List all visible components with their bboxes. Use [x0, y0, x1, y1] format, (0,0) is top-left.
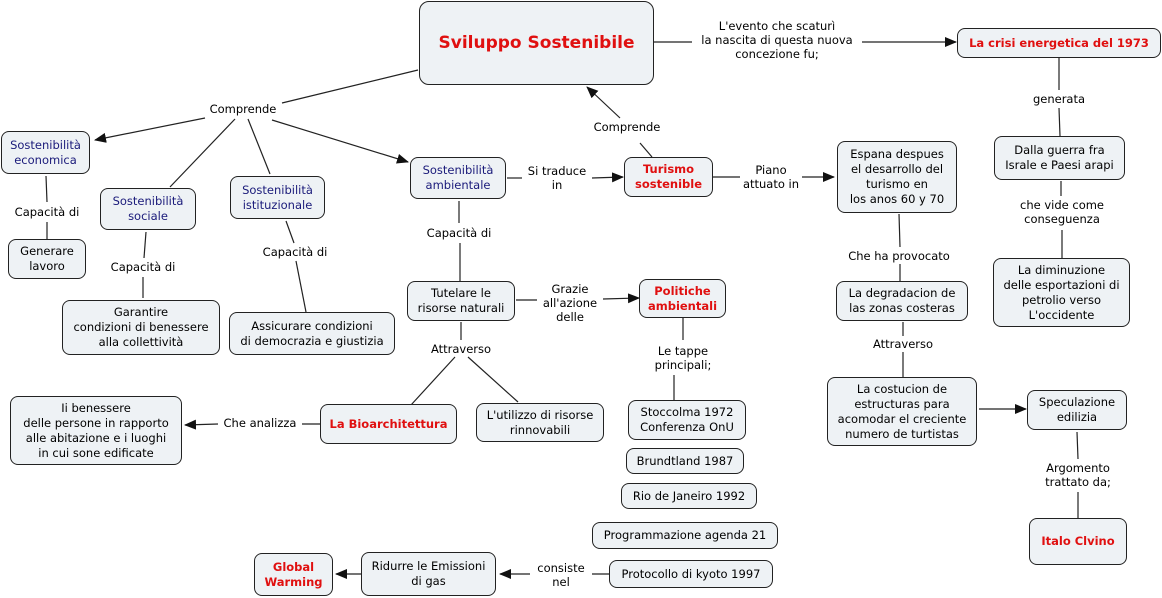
- connector: [45, 175, 48, 203]
- link-label-capacita-ambientale: Capacità di: [424, 226, 494, 240]
- link-label-evento: L'evento che scaturì la nascita di quest…: [699, 19, 855, 61]
- connector: [247, 118, 271, 175]
- benessere-persone-node[interactable]: Ii benessere delle persone in rapporto a…: [10, 396, 182, 465]
- link-label-generata: generata: [1030, 92, 1088, 106]
- sostenibilita-ambientale-node[interactable]: Sostenibilità ambientale: [410, 157, 506, 199]
- politiche-ambientali-node[interactable]: Politiche ambientali: [639, 279, 726, 318]
- crisi-energetica-node[interactable]: La crisi energetica del 1973: [957, 28, 1161, 58]
- connector: [295, 260, 307, 313]
- connector: [1058, 107, 1061, 137]
- kyoto-node[interactable]: Protocollo di kyoto 1997: [609, 560, 773, 588]
- link-label-attraverso-left: Attraverso: [428, 342, 494, 356]
- link-label-comprende-left: Comprende: [207, 102, 279, 116]
- link-label-capacita-istituzionale: Capacità di: [260, 245, 330, 259]
- connector: [271, 119, 409, 164]
- sostenibilita-istituzionale-node[interactable]: Sostenibilità istituzionale: [230, 176, 325, 219]
- connector: [285, 220, 295, 244]
- link-label-argomento: Argomento trattato da;: [1043, 461, 1113, 489]
- link-label-piano: Piano attuato in: [740, 163, 802, 191]
- link-label-che-vide: che vide come conseguenza: [1017, 198, 1107, 226]
- assicurare-democrazia-node[interactable]: Assicurare condizioni di democrazia e gi…: [229, 312, 395, 355]
- sostenibilita-sociale-node[interactable]: Sostenibilità sociale: [100, 188, 196, 230]
- connector: [143, 231, 147, 259]
- global-warming-node[interactable]: Global Warming: [254, 553, 333, 596]
- degradacion-node[interactable]: La degradacion de las zonas costeras: [836, 281, 968, 321]
- sostenibilita-economica-node[interactable]: Sostenibilità economica: [1, 131, 90, 174]
- connector: [898, 213, 901, 248]
- link-label-grazie: Grazie all'azione delle: [540, 282, 600, 324]
- link-label-comprende-turismo: Comprende: [591, 120, 663, 134]
- ridurre-emissioni-node[interactable]: Ridurre le Emissioni di gas: [361, 552, 496, 596]
- connector: [467, 356, 519, 403]
- espana-node[interactable]: Espana despues el desarrollo del turismo…: [837, 141, 957, 213]
- connector: [94, 117, 206, 143]
- italo-calvino-node[interactable]: Italo Clvino: [1029, 518, 1127, 565]
- speculazione-node[interactable]: Speculazione edilizia: [1027, 390, 1127, 430]
- agenda-21-node[interactable]: Programmazione agenda 21: [592, 522, 778, 549]
- connector: [184, 419, 219, 430]
- connector: [1076, 431, 1079, 460]
- costucion-node[interactable]: La costucion de estructuras para acomoda…: [827, 377, 977, 446]
- connector: [169, 118, 236, 188]
- link-label-consiste: consiste nel: [535, 561, 587, 589]
- connector: [639, 142, 653, 158]
- generare-lavoro-node[interactable]: Generare lavoro: [8, 239, 86, 279]
- risorse-rinnovabili-node[interactable]: L'utilizzo di risorse rinnovabili: [476, 403, 604, 442]
- connector: [410, 356, 456, 406]
- link-label-che-ha-provocato: Che ha provocato: [846, 249, 952, 263]
- tutelare-risorse-node[interactable]: Tutelare le risorse naturali: [407, 281, 515, 321]
- turismo-sostenibile-node[interactable]: Turismo sostenible: [624, 157, 713, 197]
- link-label-si-traduce: Si traduce in: [525, 164, 589, 192]
- connector: [586, 86, 621, 119]
- connector: [602, 293, 640, 304]
- link-label-attraverso-right: Attraverso: [870, 337, 936, 351]
- rio-de-janeiro-node[interactable]: Rio de Janeiro 1992: [621, 483, 757, 509]
- bioarchitettura-node[interactable]: La Bioarchitettura: [320, 404, 457, 444]
- diminuzione-node[interactable]: La diminuzione delle esportazioni di pet…: [993, 258, 1130, 327]
- link-label-tappe: Le tappe principali;: [652, 344, 714, 372]
- connector: [281, 69, 419, 104]
- garantire-benessere-node[interactable]: Garantire condizioni di benessere alla c…: [62, 300, 220, 355]
- link-label-che-analizza: Che analizza: [221, 416, 299, 430]
- guerra-node[interactable]: Dalla guerra fra Israle e Paesi arapi: [994, 136, 1125, 180]
- root-node[interactable]: Sviluppo Sostenibile: [419, 1, 654, 85]
- connector: [591, 172, 624, 183]
- brundtland-node[interactable]: Brundtland 1987: [626, 448, 744, 474]
- link-label-capacita-economica: Capacità di: [12, 205, 82, 219]
- stoccolma-node[interactable]: Stoccolma 1972 Conferenza OnU: [628, 400, 746, 440]
- link-label-capacita-sociale: Capacità di: [108, 260, 178, 274]
